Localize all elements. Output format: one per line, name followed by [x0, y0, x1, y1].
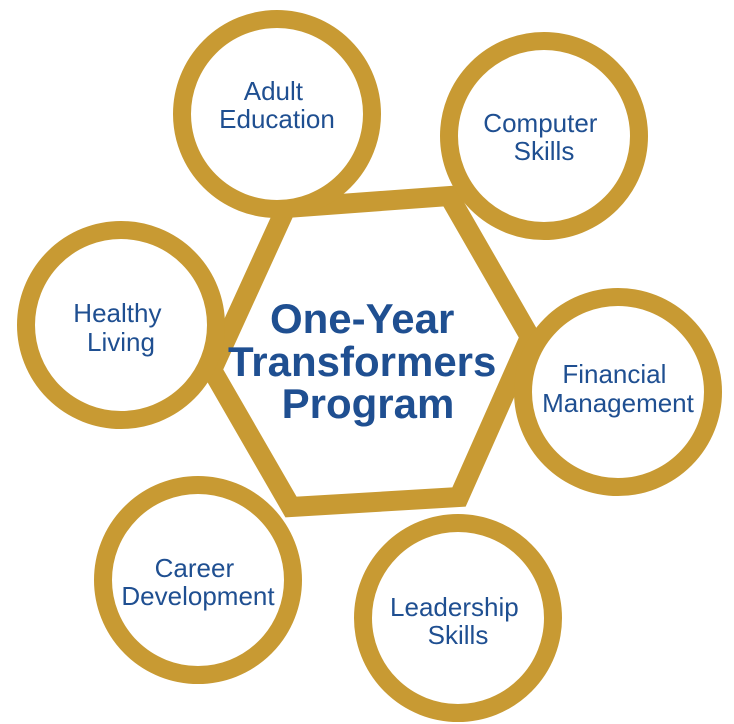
node-career-development-label: Career Development: [121, 553, 275, 611]
center-title-line-1: One-Year: [270, 295, 454, 342]
node-computer-skills-ring: [440, 32, 648, 240]
node-healthy-living-ring: [17, 221, 225, 429]
node-healthy-living: Healthy Living: [17, 221, 225, 429]
node-computer-skills-label: Computer Skills: [483, 108, 604, 166]
node-career-development: Career Development: [94, 476, 302, 684]
node-financial-management-ring: [514, 288, 722, 496]
node-computer-skills: Computer Skills: [440, 32, 648, 240]
node-leadership-skills-label: Leadership Skills: [390, 592, 526, 650]
node-adult-education-label: Adult Education: [219, 76, 335, 134]
center-title-line-2: Transformers: [228, 338, 496, 385]
node-career-development-ring: [94, 476, 302, 684]
node-financial-management-label: Financial Management: [542, 359, 695, 418]
node-healthy-living-label: Healthy Living: [73, 298, 168, 357]
node-adult-education-ring: [173, 10, 381, 218]
node-leadership-skills: Leadership Skills: [354, 514, 562, 722]
node-leadership-skills-ring: [354, 514, 562, 722]
node-financial-management: Financial Management: [514, 288, 722, 496]
center-title: One-Year Transformers Program: [228, 295, 508, 427]
center-title-line-3: Program: [282, 380, 455, 427]
node-adult-education: Adult Education: [173, 10, 381, 218]
